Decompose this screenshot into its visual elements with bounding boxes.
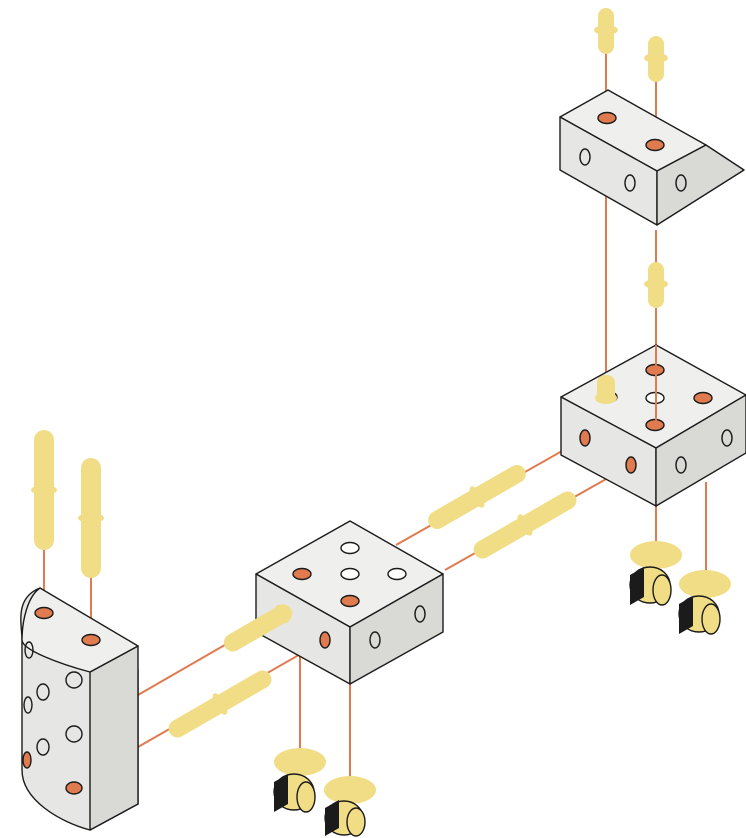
peg-connector-icon (473, 491, 577, 559)
peg-connectors (31, 8, 668, 738)
hole-icon (23, 696, 33, 714)
hole-icon (22, 751, 32, 769)
caster-wheel-icon (629, 541, 682, 606)
peg-connector-icon (595, 375, 617, 404)
hole-icon (597, 111, 617, 125)
hole-icon (319, 631, 331, 649)
center-cube-block (255, 520, 444, 685)
right-cube-block (560, 344, 746, 507)
hole-icon (579, 429, 591, 447)
peg-connector-icon (644, 36, 668, 82)
hole-icon (579, 148, 591, 166)
hole-icon (65, 671, 83, 689)
hole-icon (721, 429, 733, 447)
caster-wheel-icon (678, 570, 731, 635)
hole-icon (387, 567, 407, 581)
hole-icon (675, 174, 687, 192)
caster-wheels (273, 541, 731, 837)
peg-connector-icon (594, 8, 618, 54)
hole-icon (340, 567, 360, 581)
peg-connector-icon (644, 262, 668, 308)
hole-icon (624, 174, 636, 192)
hole-icon (645, 138, 665, 152)
peg-connector-icon (223, 604, 293, 652)
caster-wheel-icon (324, 776, 376, 837)
peg-connector-icon (428, 465, 526, 529)
top-wedge-block (559, 89, 745, 226)
hole-icon (65, 725, 83, 743)
hole-icon (65, 781, 83, 795)
hole-icon (292, 567, 312, 581)
hole-icon (675, 456, 687, 474)
peg-connector-icon (78, 458, 104, 578)
caster-wheel-icon (273, 748, 326, 813)
hole-icon (414, 605, 426, 623)
hole-icon (340, 594, 360, 608)
hole-icon (81, 633, 101, 647)
hole-icon (24, 641, 34, 659)
hole-icon (36, 683, 50, 701)
half-cylinder-block (20, 587, 139, 831)
hole-icon (625, 456, 637, 474)
hole-icon (34, 606, 54, 620)
hole-icon (340, 541, 360, 555)
hole-icon (369, 631, 381, 649)
peg-connector-icon (168, 670, 272, 738)
hole-icon (36, 738, 50, 756)
hole-icon (693, 391, 713, 405)
peg-connector-icon (31, 430, 57, 550)
